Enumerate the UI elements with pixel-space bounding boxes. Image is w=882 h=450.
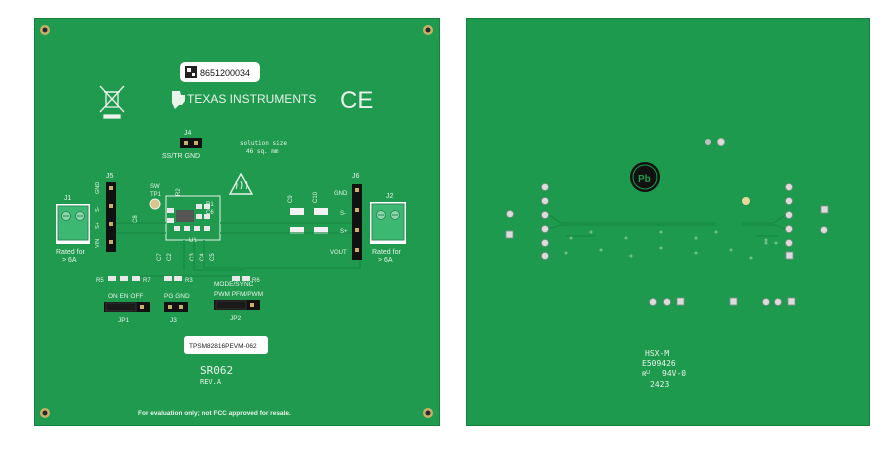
- pcb-bottom-side: Pb HSX-M E: [466, 18, 870, 426]
- pcb-top-artwork: 8651200034 TEXAS INSTRUMENTS CE J4 SS/TR…: [40, 25, 433, 418]
- j3-pin-labels: PG GND: [164, 293, 190, 300]
- board-id: SR062: [200, 364, 233, 377]
- lead-free-icon: Pb: [630, 162, 660, 192]
- j6-pin-vout: VOUT: [330, 250, 347, 256]
- tp1-label: TP1: [150, 192, 162, 198]
- refdes-c9: C9: [288, 195, 294, 203]
- cap-c9: [290, 208, 304, 215]
- j4-pin-labels: SS/TR GND: [162, 153, 200, 160]
- j2-label: J2: [386, 193, 394, 200]
- j3-label: J3: [170, 317, 177, 324]
- refdes-r2: R2: [176, 188, 182, 196]
- refdes-r3: R3: [185, 278, 193, 284]
- refdes-c6: C6: [206, 210, 214, 216]
- svg-text:Pb: Pb: [638, 174, 651, 185]
- small-vias: [564, 230, 778, 260]
- jumper-through-holes: [649, 297, 796, 306]
- cap-c9b: [290, 227, 304, 234]
- j4-header[interactable]: [180, 138, 202, 148]
- j5-label: J5: [106, 173, 114, 180]
- ru-mark-icon: ʀᵁ: [642, 369, 650, 378]
- u1-outline: [165, 195, 221, 241]
- j2-rating: Rated for: [372, 249, 401, 256]
- j5-pin-vin: VIN: [95, 239, 101, 248]
- cap-c10: [314, 208, 328, 215]
- mounting-hole-tl: [40, 25, 50, 35]
- brand-name: TEXAS INSTRUMENTS: [187, 92, 316, 106]
- ul-file-number: E509426: [642, 359, 676, 368]
- j5-header[interactable]: [106, 182, 116, 252]
- tp1-test-point[interactable]: [149, 198, 161, 210]
- jp1-label: JP1: [118, 317, 130, 324]
- j1-terminal-block[interactable]: [57, 205, 89, 241]
- refdes-c5: C5: [210, 253, 216, 261]
- fcc-disclaimer: For evaluation only; not FCC approved fo…: [138, 410, 291, 417]
- refdes-c4: C4: [200, 253, 206, 261]
- refdes-c2: C2: [167, 253, 173, 261]
- via-pad: [717, 138, 725, 146]
- part-number: TPSM82816PEVM-062: [189, 343, 257, 350]
- j5-pin-sminus: S-: [95, 206, 101, 212]
- bottom-traces: [548, 214, 786, 237]
- jp2-mode-label: MODE/SYNC: [214, 281, 254, 288]
- refdes-c3: C3: [190, 253, 196, 261]
- j5-pin-gnd: GND: [95, 182, 101, 194]
- jp2-label: JP2: [230, 315, 242, 322]
- j3-header[interactable]: [164, 302, 188, 312]
- board-revision: REV.A: [200, 378, 222, 386]
- cap-c10b: [314, 227, 328, 234]
- pcb-bottom-artwork: Pb HSX-M E: [505, 138, 829, 389]
- j2-rating-current: > 6A: [378, 257, 393, 264]
- serial-label-sticker: [180, 62, 260, 82]
- j1-rating-current: > 6A: [62, 257, 77, 264]
- u1-label: U1: [189, 238, 197, 244]
- manufacturer-code: HSX-M: [645, 349, 669, 358]
- serial-number: 8651200034: [200, 68, 250, 78]
- pcb-top-side: 8651200034 TEXAS INSTRUMENTS CE J4 SS/TR…: [34, 18, 440, 426]
- jp1-pin-labels: ON EN OFF: [108, 293, 143, 300]
- j5-pin-splus: S+: [95, 222, 101, 229]
- j6-pin-gnd: GND: [334, 191, 348, 197]
- j6-pin-splus: S+: [340, 229, 348, 235]
- top-traces: [116, 222, 361, 277]
- j6-label: J6: [352, 173, 360, 180]
- refdes-c7: C7: [157, 253, 163, 261]
- jp2-jumper-shunt[interactable]: [215, 300, 247, 310]
- hot-surface-warning-icon: [228, 172, 254, 195]
- refdes-r1: R1: [206, 202, 214, 208]
- mounting-hole-bl: [40, 408, 50, 418]
- jp2-pin-labels: PWM PFM/PWM: [214, 291, 263, 298]
- via-large: [742, 197, 750, 205]
- flammability-rating: 94V-0: [662, 369, 686, 378]
- j6-pin-sminus: S-: [340, 211, 346, 217]
- j1-label: J1: [64, 195, 72, 202]
- date-code: 2423: [650, 380, 669, 389]
- j4-label: J4: [184, 130, 192, 137]
- ce-mark: CE: [340, 87, 373, 114]
- refdes-c8: C8: [133, 215, 139, 223]
- via-pad: [705, 139, 711, 145]
- part-number-sticker: [184, 336, 268, 354]
- j1-rating: Rated for: [56, 249, 85, 256]
- refdes-c10: C10: [313, 191, 319, 203]
- solution-size-line2: 46 sq. mm: [246, 148, 279, 155]
- refdes-r7: R7: [143, 278, 151, 284]
- refdes-r6: R6: [252, 278, 260, 284]
- sw-label: SW: [150, 184, 160, 190]
- j2-terminal-block[interactable]: [371, 203, 405, 241]
- j6-header[interactable]: [352, 184, 362, 260]
- right-through-holes: [785, 183, 829, 260]
- u1-module: [176, 210, 194, 222]
- ti-logo-icon: [172, 91, 185, 109]
- weee-bin-icon: [99, 85, 125, 119]
- left-through-holes: [505, 183, 549, 260]
- mounting-hole-tr: [423, 25, 433, 35]
- solution-size-line1: solution size: [240, 140, 287, 147]
- refdes-r5: R5: [96, 278, 104, 284]
- jp1-jumper-shunt[interactable]: [105, 302, 137, 312]
- mounting-hole-br: [423, 408, 433, 418]
